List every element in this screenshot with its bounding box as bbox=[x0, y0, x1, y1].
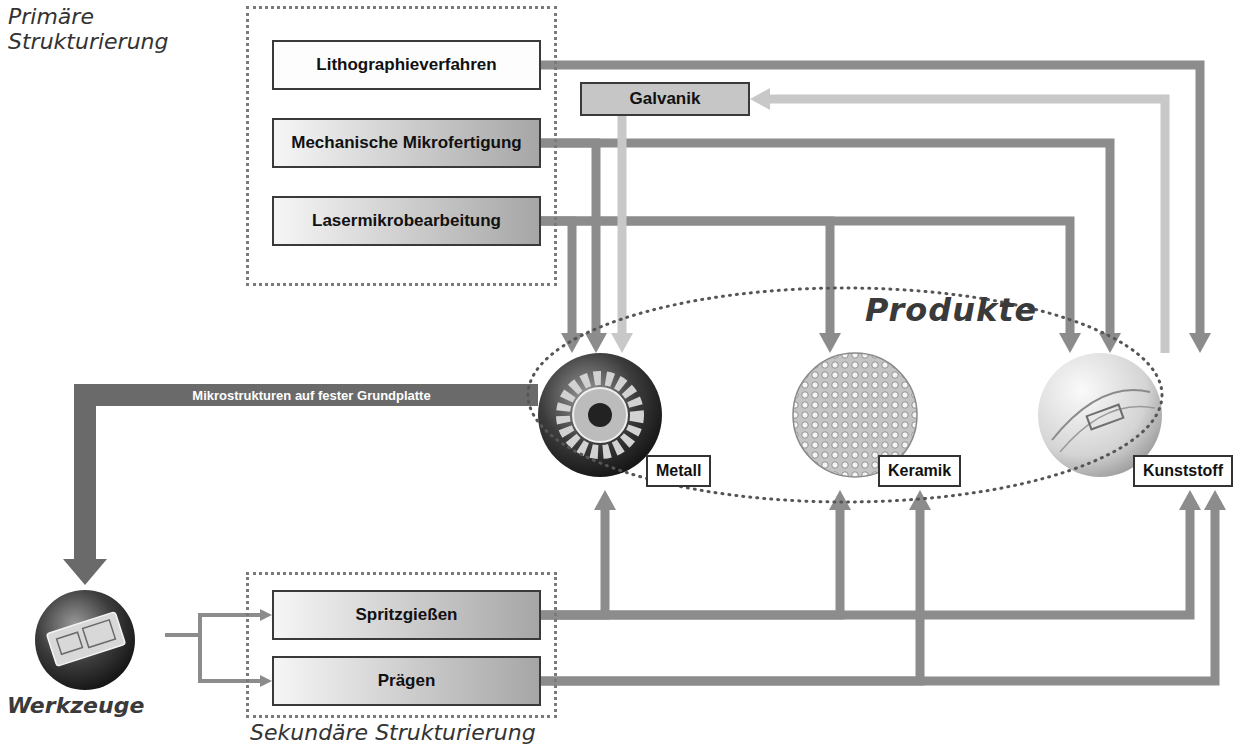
process-box: Lasermikrobearbeitung bbox=[272, 196, 541, 246]
flow-arrow bbox=[541, 65, 1200, 343]
product-heading: Produkte bbox=[865, 291, 1037, 329]
process-box: Prägen bbox=[272, 656, 541, 706]
gear-teeth bbox=[563, 378, 637, 452]
metal-product-image bbox=[538, 353, 662, 477]
tool-insert bbox=[47, 612, 126, 667]
product-label: Metall bbox=[646, 455, 711, 487]
gear-body bbox=[573, 388, 627, 442]
flow-arrow bbox=[541, 500, 1190, 615]
product-node: Metall bbox=[538, 353, 718, 490]
flow-arrow bbox=[760, 99, 1165, 353]
product-group: ProdukteMetallKeramikKunststoff bbox=[525, 285, 1165, 505]
box-label: Spritzgießen bbox=[355, 605, 457, 625]
edge-label: Mikrostrukturen auf fester Grundplatte bbox=[186, 386, 436, 405]
process-group: Primäre StrukturierungLithographieverfah… bbox=[246, 6, 557, 286]
box-label: Prägen bbox=[378, 671, 436, 691]
box-label: Lithographieverfahren bbox=[316, 55, 496, 75]
process-box: Galvanik bbox=[580, 82, 750, 116]
group-heading: Sekundäre Strukturierung bbox=[250, 720, 536, 745]
product-node: Kunststoff bbox=[1038, 353, 1235, 490]
flow-arrow bbox=[541, 500, 605, 615]
product-label: Kunststoff bbox=[1133, 455, 1233, 487]
flow-arrow bbox=[541, 500, 1215, 681]
group-heading: Primäre Strukturierung bbox=[8, 4, 213, 55]
tool-label: Werkzeuge bbox=[7, 693, 144, 718]
tool-image-disc bbox=[35, 590, 135, 690]
channel-line bbox=[1060, 406, 1155, 452]
tool-cavity bbox=[83, 620, 116, 648]
tool-cavity bbox=[57, 632, 83, 654]
flow-arrow bbox=[541, 221, 830, 343]
flow-arrow bbox=[85, 395, 538, 572]
box-label: Lasermikrobearbeitung bbox=[312, 211, 501, 231]
channel-line bbox=[1052, 390, 1150, 440]
tool-image bbox=[35, 590, 135, 690]
flow-arrow bbox=[618, 116, 627, 343]
process-box: Mechanische Mikrofertigung bbox=[272, 118, 541, 168]
tool-node: Werkzeuge bbox=[5, 585, 165, 730]
flow-arrow bbox=[541, 500, 840, 615]
process-box: Spritzgießen bbox=[272, 590, 541, 640]
product-ellipse-outline bbox=[528, 288, 1162, 502]
flow-arrow bbox=[165, 615, 266, 635]
gear-hub bbox=[588, 403, 612, 427]
flow-arrow bbox=[541, 143, 596, 343]
product-label: Keramik bbox=[878, 455, 961, 487]
flow-arrow bbox=[541, 500, 920, 681]
product-node: Keramik bbox=[793, 353, 964, 490]
channel-structure bbox=[1087, 405, 1124, 430]
metal-image-disc bbox=[538, 353, 662, 477]
flow-arrow bbox=[165, 635, 266, 681]
box-label: Mechanische Mikrofertigung bbox=[291, 133, 521, 153]
process-group: Sekundäre StrukturierungSpritzgießenPräg… bbox=[246, 572, 557, 718]
process-box: Lithographieverfahren bbox=[272, 40, 541, 90]
product-ellipse bbox=[525, 285, 1165, 505]
box-label: Galvanik bbox=[630, 89, 701, 109]
